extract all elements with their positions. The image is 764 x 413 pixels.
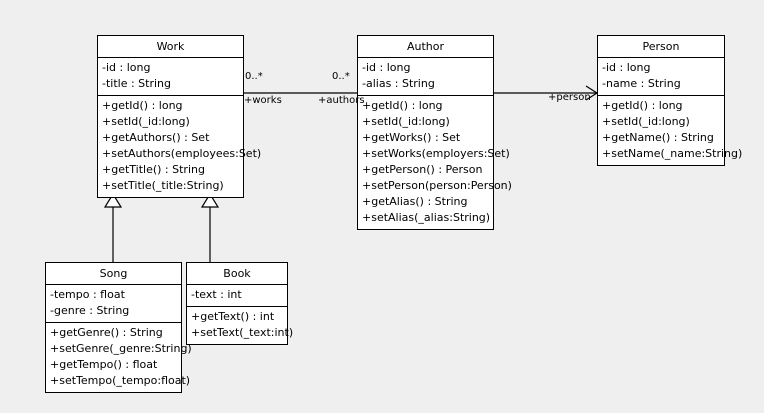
class-separator [98, 95, 243, 96]
attributes-compartment-song: -tempo : float -genre : String [46, 285, 181, 322]
generalization-song-work[interactable] [103, 192, 123, 262]
operation-row: +getAlias() : String [362, 195, 468, 208]
attribute-row: -title : String [102, 77, 172, 90]
class-name-work: Work [156, 40, 185, 53]
attributes-compartment-book: -text : int [187, 285, 287, 306]
class-name-author: Author [406, 40, 445, 53]
class-box-person[interactable]: Person -id : long -name : String +getId(… [597, 35, 743, 166]
operations-compartment-person: +getId() : long +setId(_id:long) +getNam… [598, 96, 743, 165]
operation-row: +getId() : long [102, 99, 183, 112]
operations-compartment-song: +getGenre() : String +setGenre(_genre:St… [46, 323, 192, 392]
multiplicity-work-end: 0..* [245, 71, 263, 82]
class-separator [46, 284, 181, 285]
attribute-row: -id : long [102, 61, 151, 74]
attribute-row: -text : int [191, 288, 242, 301]
operation-row: +setWorks(employers:Set) [362, 147, 510, 160]
attribute-row: -id : long [602, 61, 651, 74]
class-separator [358, 57, 493, 58]
class-name-song: Song [99, 267, 128, 280]
role-name-works: +works [244, 95, 282, 106]
operation-row: +setId(_id:long) [102, 115, 190, 128]
class-name-person: Person [642, 40, 680, 53]
operation-row: +getGenre() : String [50, 326, 163, 339]
class-box-author[interactable]: Author -id : long -alias : String +getId… [357, 35, 512, 230]
class-separator [187, 284, 287, 285]
operation-row: +getText() : int [191, 310, 275, 323]
attributes-compartment-author: -id : long -alias : String [358, 58, 493, 95]
operation-row: +getName() : String [602, 131, 714, 144]
operation-row: +setId(_id:long) [602, 115, 690, 128]
class-separator [98, 57, 243, 58]
generalization-book-work[interactable] [200, 192, 220, 262]
operations-compartment-work: +getId() : long +setId(_id:long) +getAut… [98, 96, 262, 197]
class-separator [187, 306, 287, 307]
class-separator [598, 57, 724, 58]
operation-row: +setText(_text:int) [191, 326, 294, 339]
operation-row: +getWorks() : Set [362, 131, 461, 144]
class-box-work[interactable]: Work -id : long -title : String +getId()… [97, 35, 262, 198]
operation-row: +setTempo(_tempo:float) [50, 374, 191, 387]
attribute-row: -name : String [602, 77, 681, 90]
operation-row: +setName(_name:String) [602, 147, 743, 160]
operation-row: +setId(_id:long) [362, 115, 450, 128]
class-separator [598, 95, 724, 96]
role-name-authors: +authors [318, 95, 365, 106]
attribute-row: -id : long [362, 61, 411, 74]
operation-row: +setTitle(_title:String) [102, 179, 224, 192]
operation-row: +getId() : long [602, 99, 683, 112]
operation-row: +setAlias(_alias:String) [362, 211, 491, 224]
class-separator [358, 95, 493, 96]
operation-row: +setAuthors(employees:Set) [102, 147, 262, 160]
class-name-book: Book [223, 267, 251, 280]
operation-row: +getPerson() : Person [362, 163, 483, 176]
operation-row: +setGenre(_genre:String) [50, 342, 192, 355]
operation-row: +getTitle() : String [102, 163, 205, 176]
attribute-row: -genre : String [50, 304, 130, 317]
role-name-person: +person [548, 92, 591, 103]
attribute-row: -alias : String [362, 77, 435, 90]
operation-row: +getAuthors() : Set [102, 131, 210, 144]
operations-compartment-author: +getId() : long +setId(_id:long) +getWor… [358, 96, 512, 229]
operation-row: +setPerson(person:Person) [362, 179, 512, 192]
class-box-book[interactable]: Book -text : int +getText() : int +setTe… [186, 262, 294, 345]
operation-row: +getId() : long [362, 99, 443, 112]
class-separator [46, 322, 181, 323]
operations-compartment-book: +getText() : int +setText(_text:int) [187, 307, 294, 344]
attribute-row: -tempo : float [50, 288, 125, 301]
operation-row: +getTempo() : float [50, 358, 158, 371]
attributes-compartment-person: -id : long -name : String [598, 58, 724, 95]
class-box-song[interactable]: Song -tempo : float -genre : String +get… [45, 262, 192, 393]
multiplicity-author-end: 0..* [332, 71, 350, 82]
attributes-compartment-work: -id : long -title : String [98, 58, 243, 95]
